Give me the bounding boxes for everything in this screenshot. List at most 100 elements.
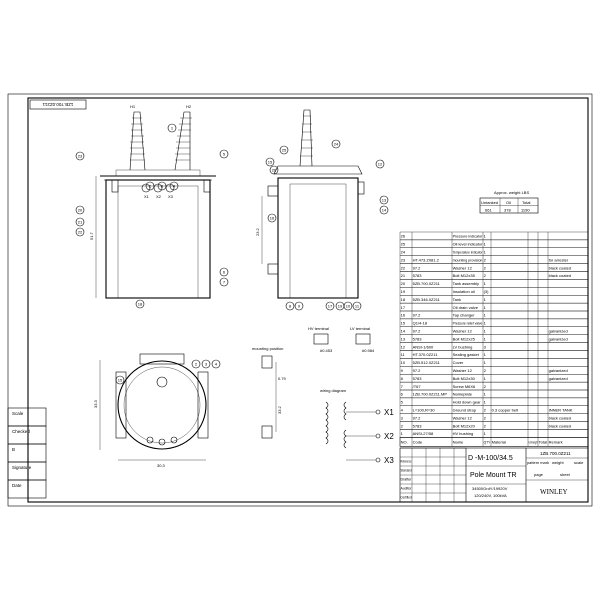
weight-value: 661: [485, 208, 492, 213]
title-drawing-number: 1ZB.700.0Z211: [540, 451, 571, 456]
side-block-label: Date: [12, 483, 22, 488]
side-view: 23.2: [255, 109, 365, 299]
table-cell: 1: [484, 329, 487, 334]
balloon-number: 3: [205, 361, 208, 366]
table-cell: black coated: [549, 273, 571, 278]
table-cell: 10: [401, 360, 406, 365]
table-header-cell: Code: [413, 439, 423, 444]
part-balloon: 24: [331, 139, 341, 149]
part-balloon: 3: [157, 181, 167, 191]
part-balloon: 22: [75, 227, 85, 237]
table-cell: 6: [401, 392, 404, 397]
sign-label: Reference: [401, 459, 412, 464]
table-cell: LV bushing: [453, 344, 473, 349]
balloon-number: 15: [268, 159, 273, 164]
table-cell: 2: [484, 257, 487, 262]
front-height-dimension: 51.7: [89, 231, 94, 240]
sign-label: Certified: [401, 495, 412, 500]
part-balloon: 14: [379, 205, 389, 215]
part-balloon: 1: [167, 123, 177, 133]
table-cell: 0.3 copper belt: [492, 408, 519, 413]
table-cell: Washer 12: [453, 415, 473, 420]
mount-dimension: 33.2: [277, 405, 282, 414]
table-cell: galvanized: [549, 376, 568, 381]
balloon-number: 26: [272, 167, 277, 172]
table-cell: 18: [401, 297, 406, 302]
table-cell: black coated: [549, 265, 571, 270]
table-cell: 20: [401, 281, 406, 286]
balloon-number: 4: [215, 361, 218, 366]
table-cell: Sealing gasket: [453, 352, 480, 357]
table-cell: 5783: [413, 423, 423, 428]
lv-terminal-label: LV terminal: [350, 326, 370, 331]
table-cell: 2: [484, 384, 487, 389]
balloon-number: 24: [334, 141, 339, 146]
table-header-cell: Unit weight: [529, 439, 538, 444]
sheet-label: pattern mark: [527, 460, 549, 465]
balloon-number: 12: [378, 161, 383, 166]
title-block: D -M-100/34.5 Pole Mount TR 34500GrdY/19…: [399, 447, 589, 503]
terminal-details: HV terminal LV terminal #0.453 #0.984: [308, 326, 375, 353]
table-cell: Tank: [453, 297, 461, 302]
table-cell: Pressure indicator: [453, 234, 483, 239]
side-block-label: Checked: [12, 429, 30, 434]
table-cell: 5ZB.700.0Z211: [413, 281, 441, 286]
table-cell: 1: [484, 431, 487, 436]
table-cell: 3: [484, 344, 487, 349]
part-balloon: 2: [191, 359, 201, 369]
table-cell: 1: [484, 360, 487, 365]
company-name: WINLEY: [540, 488, 568, 496]
table-cell: 1: [484, 313, 487, 318]
table-header-cell: Name: [453, 439, 464, 444]
part-balloon: 12: [375, 159, 385, 169]
hv-thread-label: #0.453: [320, 348, 333, 353]
table-cell: 2: [401, 423, 404, 428]
part-balloon: 19: [335, 301, 345, 311]
lv-thread-label: #0.984: [362, 348, 375, 353]
voltage-rating: 34500GrdY/19920V: [472, 486, 508, 491]
balloon-number: 5: [223, 151, 226, 156]
table-cell: HT.473.Z081.2: [413, 257, 440, 262]
side-block-label: Scale: [12, 411, 24, 416]
table-cell: Bolt M12x25: [453, 336, 476, 341]
table-cell: 22: [401, 265, 406, 270]
outer-frame: [7, 93, 593, 507]
table-cell: Bolt M12x35: [453, 273, 476, 278]
table-cell: 1ZB.700.0Z211.MP: [413, 392, 448, 397]
table-cell: /T67: [413, 384, 422, 389]
weight-value: 1190: [521, 208, 530, 213]
table-cell: Ground strap: [453, 408, 477, 413]
table-cell: Bolt M12x20: [453, 423, 476, 428]
balloon-number: 18: [138, 301, 143, 306]
table-header-cell: Material: [492, 439, 506, 444]
part-balloon: 4: [211, 359, 221, 369]
weight-value: 378: [504, 208, 511, 213]
table-cell: 5783: [413, 376, 423, 381]
table-cell: Tap changer: [453, 313, 476, 318]
table-cell: 97.2: [413, 265, 422, 270]
table-cell: ANSI-1/600: [413, 344, 434, 349]
balloon-number: 15: [118, 377, 123, 382]
table-cell: Oil drain valve: [453, 305, 479, 310]
weight-table: Approx. weight LBS Untanked Oil Total 66…: [479, 190, 539, 214]
weight-header: Oil: [506, 200, 511, 205]
table-cell: 9: [401, 368, 404, 373]
table-cell: 97.2: [413, 368, 422, 373]
wiring-x2: X2: [384, 432, 394, 441]
sign-label: Standard: [401, 468, 412, 473]
table-cell: 12: [401, 344, 406, 349]
balloon-number: 2: [149, 183, 152, 188]
table-cell: Q1/4-18: [413, 321, 428, 326]
table-cell: 7: [401, 384, 404, 389]
